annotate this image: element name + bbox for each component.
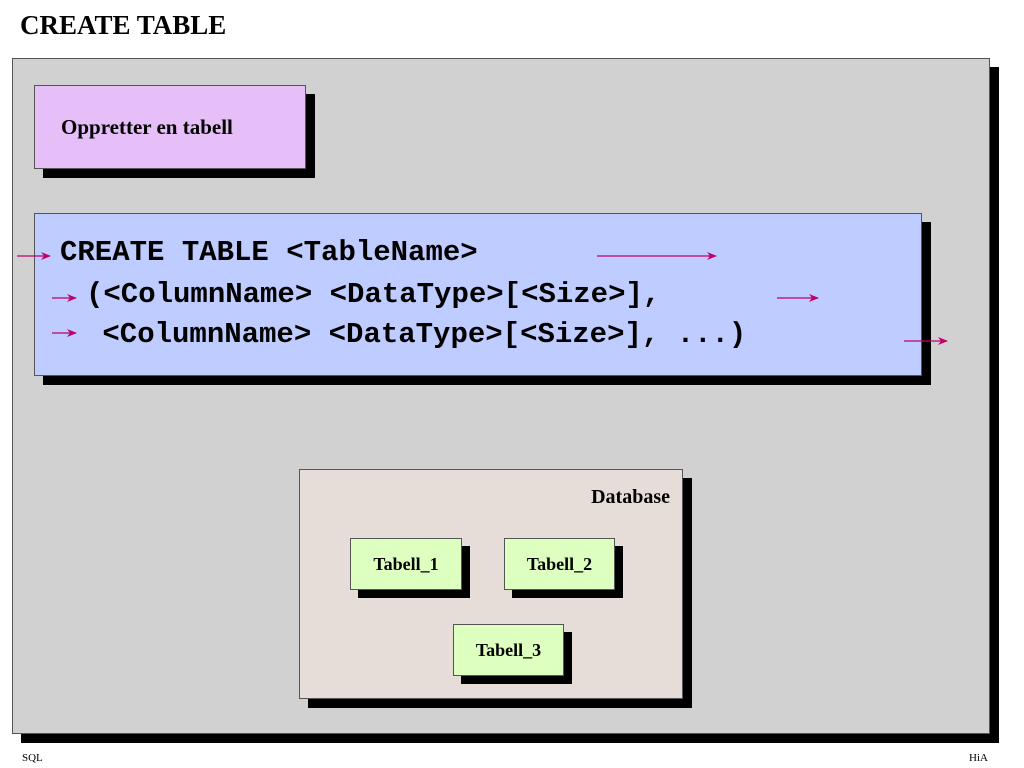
code-line-2: (<ColumnName> <DataType>[<Size>], [86, 278, 661, 311]
table-box-2: Tabell_2 [504, 538, 615, 590]
code-line-1: CREATE TABLE <TableName> [60, 236, 478, 269]
database-label: Database [591, 486, 670, 508]
table-label-3: Tabell_3 [475, 639, 542, 660]
footer-right: HiA [969, 752, 988, 764]
page-title: CREATE TABLE [20, 10, 227, 40]
footer-left: SQL [22, 752, 43, 764]
table-label-2: Tabell_2 [526, 553, 593, 574]
table-box-1: Tabell_1 [350, 538, 462, 590]
table-box-3: Tabell_3 [453, 624, 564, 676]
database-box: Database Tabell_1 Tabell_2 Tabell_3 [299, 469, 683, 699]
table-label-1: Tabell_1 [373, 553, 439, 574]
subtitle-text: Oppretter en tabell [61, 114, 233, 139]
syntax-box: CREATE TABLE <TableName> (<ColumnName> <… [34, 213, 922, 376]
code-line-3: <ColumnName> <DataType>[<Size>], ...) [85, 318, 747, 351]
subtitle-box: Oppretter en tabell [34, 85, 306, 169]
